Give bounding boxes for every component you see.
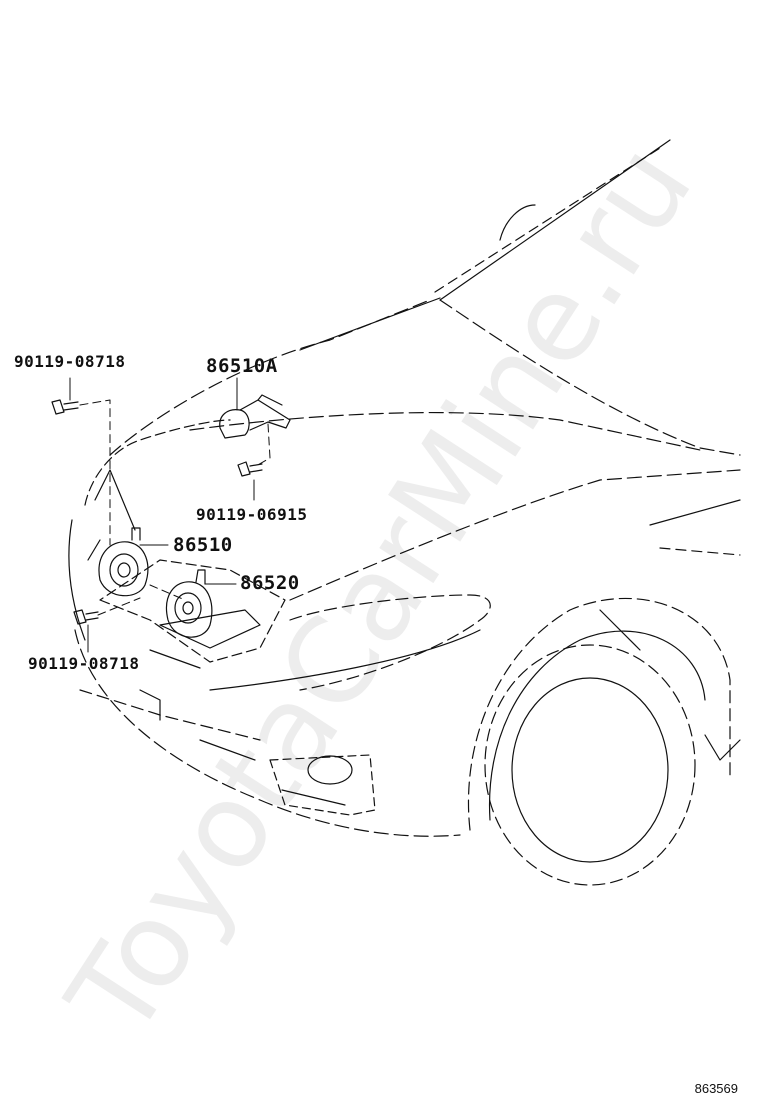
label-horn-low[interactable]: 86520 [240, 572, 300, 594]
horn-86520-drawing [166, 569, 213, 638]
bolt-bottom-left-drawing [73, 609, 99, 625]
drawing-code: 863569 [694, 1081, 738, 1096]
bolt-bracket-drawing [237, 461, 263, 477]
label-bolt-top-left[interactable]: 90119-08718 [14, 352, 126, 371]
label-horn-high[interactable]: 86510 [173, 534, 233, 556]
grille-outline [99, 559, 286, 669]
windshield-outline [434, 139, 671, 301]
bolt-top-left-drawing [51, 399, 79, 415]
front-bumper [74, 629, 461, 837]
leader-lines [69, 377, 271, 653]
headlight-right [209, 594, 491, 691]
horn-86510-drawing [98, 527, 149, 597]
label-bolt-bottom-left[interactable]: 90119-08718 [28, 654, 140, 673]
label-bolt-bracket[interactable]: 90119-06915 [196, 505, 308, 524]
front-wheel [467, 597, 741, 886]
label-horn-bracket[interactable]: 86510A [206, 355, 278, 377]
horn-bracket-drawing [219, 394, 291, 439]
hood-outline [109, 297, 741, 601]
headlight-left [68, 419, 231, 641]
